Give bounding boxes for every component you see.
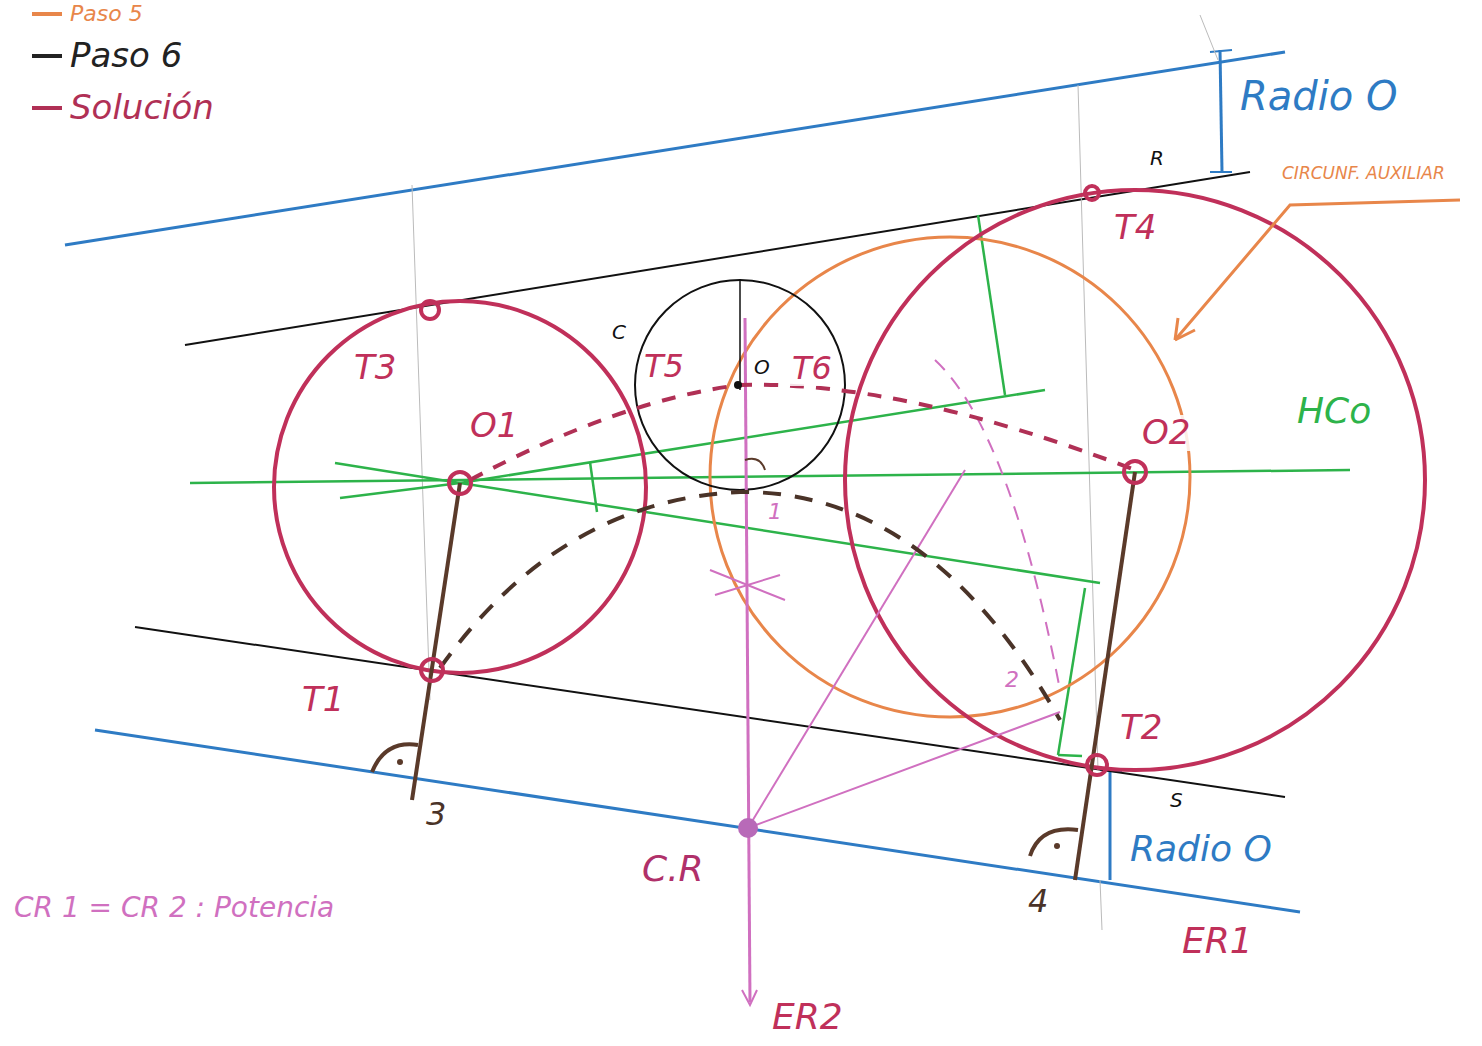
center-label: O1 (468, 408, 520, 444)
point-label: T4 (1112, 210, 1158, 246)
legend-text: Paso 5 (70, 2, 143, 25)
point-label: O (752, 357, 772, 378)
point-label: T1 (300, 682, 346, 718)
callout-number: 1 (766, 500, 784, 523)
legend-line-sample (30, 102, 64, 114)
circle-label: C (610, 322, 628, 343)
callout-number: 4 (1026, 885, 1050, 919)
point-label: R (1148, 148, 1166, 169)
legend-line-sample (30, 50, 64, 62)
point-label: T5 (642, 350, 686, 384)
legend-text: Solución (70, 90, 214, 126)
note-text: CR 1 = CR 2 : Potencia (12, 893, 336, 922)
legend-row: Paso 6 (30, 38, 182, 74)
line-label: ER1 (1180, 922, 1255, 960)
line-label: ER2 (770, 998, 845, 1036)
callout-number: 3 (424, 798, 448, 832)
point-label: T2 (1118, 710, 1164, 746)
center-label: O2 (1140, 415, 1192, 451)
homothety-label: HCo (1295, 392, 1373, 430)
dimension-label: Radio O (1238, 75, 1399, 117)
legend-row: Paso 5 (30, 2, 143, 25)
point-label: C.R (640, 850, 706, 888)
legend-line-sample (30, 8, 64, 20)
callout-text: CIRCUNF. AUXILIAR (1280, 165, 1474, 183)
point-label: T3 (352, 350, 398, 386)
callout-number: 2 (1003, 668, 1021, 691)
point-label: S (1168, 790, 1185, 811)
legend-row: Solución (30, 90, 214, 126)
point-label: T6 (790, 352, 834, 386)
legend-text: Paso 6 (70, 38, 182, 74)
dimension-label: Radio O (1128, 830, 1274, 868)
